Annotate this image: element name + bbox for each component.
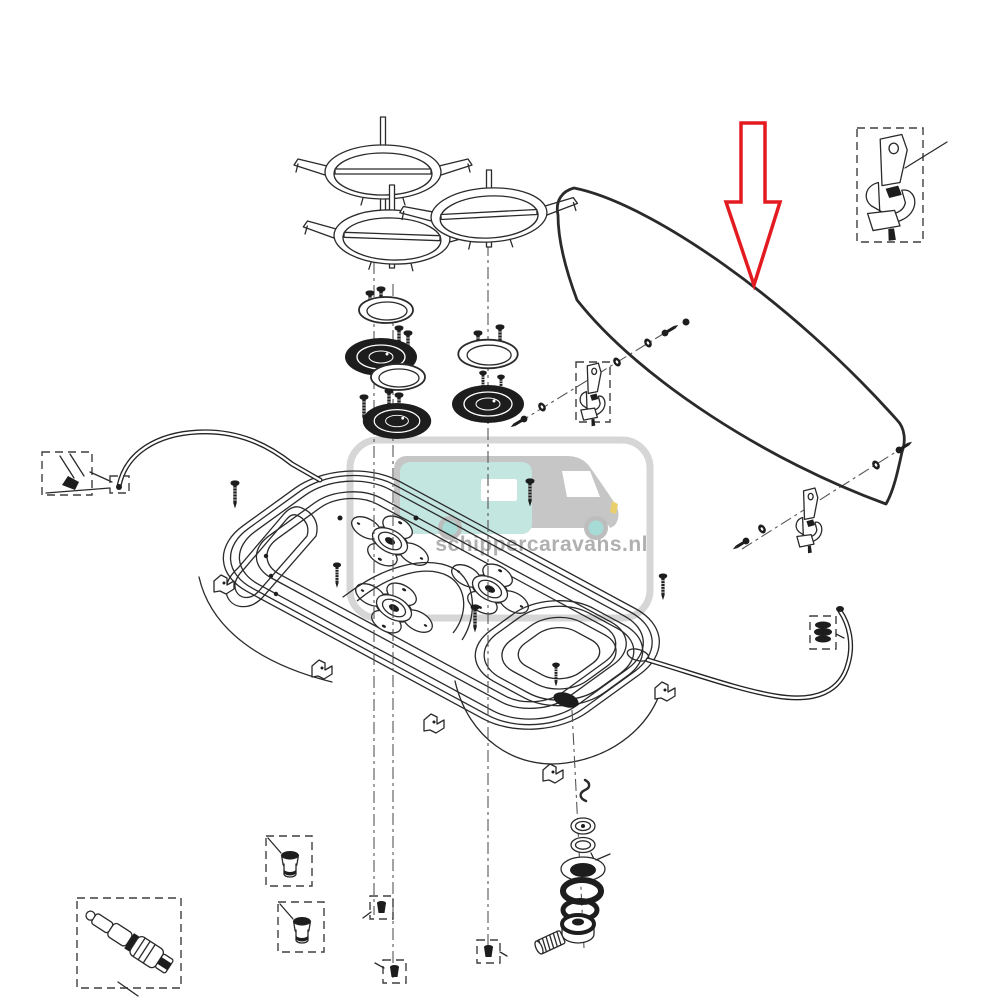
gas-inlet-pipe-detail [60, 454, 84, 478]
hinge-washer [870, 459, 882, 471]
van-wheel-front [584, 516, 608, 540]
drain-hook [581, 780, 590, 801]
red-arrow-annotation [723, 121, 783, 291]
burner-ring-3 [457, 338, 519, 370]
gas-inlet-box [41, 451, 93, 496]
small-jet-2 [390, 965, 399, 977]
drain-washer [571, 838, 595, 853]
gas-inlet-leaders [46, 472, 112, 493]
van-windshield [562, 471, 600, 497]
hinge-bolt [731, 536, 751, 553]
grommet-box [809, 615, 837, 650]
tub-wall-edge [199, 577, 332, 682]
center-lines [373, 216, 911, 978]
igniter-leader-line [118, 982, 138, 996]
glass-lid [557, 188, 904, 504]
mounting-clip-2 [311, 659, 333, 680]
drain-body [560, 913, 596, 943]
burner-stacks [344, 285, 525, 440]
jet-box-1 [369, 895, 394, 920]
drain-assembly [533, 780, 610, 955]
gas-pipe-left [116, 429, 323, 490]
small-jet-1 [377, 901, 386, 913]
gas-inlet-fitting [62, 476, 79, 490]
jet-box-3 [476, 939, 501, 964]
tub-rim [193, 452, 690, 748]
rim-screw-head [337, 515, 343, 521]
grommet-group [809, 615, 844, 650]
hinge-nut [682, 318, 690, 326]
injector-box-2 [277, 901, 325, 953]
pipe-end-box [109, 475, 130, 494]
hinge-washer [611, 356, 623, 368]
drain-elbow [533, 930, 565, 955]
jet-box-2 [382, 959, 407, 984]
pan-support-1 [293, 144, 473, 206]
drain-hole [553, 692, 579, 708]
pan-supports [293, 117, 581, 274]
burner-cap-3 [451, 384, 525, 424]
mounting-clip-3 [423, 713, 445, 734]
igniter-group [76, 897, 182, 996]
burner-ring-1 [358, 296, 414, 324]
watermark-frame [346, 436, 654, 622]
injector-leader [268, 838, 281, 853]
lid-hinge-left [579, 362, 606, 427]
igniter-box [76, 897, 182, 989]
injector-jet-1 [280, 850, 300, 878]
gas-pipe-right [645, 606, 854, 701]
van-headlight [610, 501, 618, 514]
grommet-leader [836, 634, 844, 638]
mounting-clip-4 [542, 763, 564, 784]
latch-assembly [865, 133, 916, 242]
injector-jet-2 [292, 916, 312, 944]
latch-leader-line [905, 142, 947, 168]
hob-sink-tub [116, 429, 854, 784]
hinge-washer [642, 337, 654, 349]
injector-group-1 [265, 835, 313, 887]
injector-box-1 [265, 835, 313, 887]
jet-box-group [363, 895, 507, 984]
caravan-window [481, 479, 517, 501]
divider-ridge [343, 563, 472, 640]
drain-flange [561, 854, 610, 881]
van-wheel-rear [438, 516, 462, 540]
small-jet-3 [484, 945, 493, 957]
lid-hinge-left-group [508, 318, 690, 430]
hinge-bolt [660, 322, 681, 338]
hinge-axis-right [741, 442, 911, 550]
lid-hinge-right-group [731, 438, 914, 554]
latch-assembly-box [856, 127, 924, 243]
injector-group-2 [277, 901, 325, 953]
latch-assembly-group [856, 127, 947, 243]
burner-cap-2 [362, 402, 432, 440]
injector-leader [280, 904, 293, 919]
grommet [814, 621, 832, 643]
hinge-washer [756, 523, 768, 535]
burner-ring-2 [370, 363, 426, 391]
gas-valve-igniter [81, 904, 176, 976]
sink-bowl [452, 586, 667, 764]
lid-hinge-right [795, 487, 823, 554]
gas-inlet-group [41, 451, 130, 496]
bowl-wall-edge [455, 681, 661, 764]
rim-screw-head [413, 515, 419, 521]
mounting-clip-5 [654, 681, 676, 702]
cutlery-recess [226, 507, 317, 607]
